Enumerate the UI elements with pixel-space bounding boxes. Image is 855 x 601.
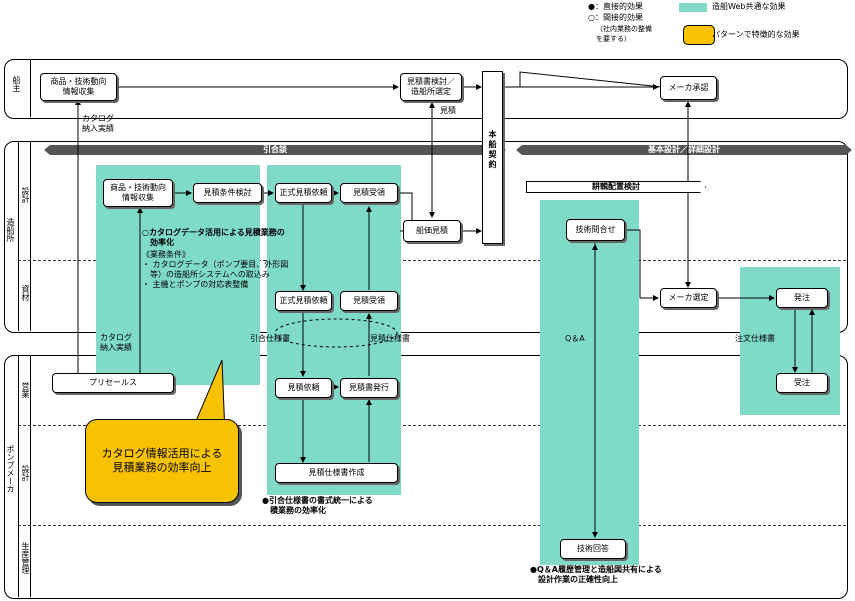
lane-label-design: 設計 — [21, 187, 30, 203]
estimate-issue-box: 見積書発行 — [340, 378, 398, 398]
lane-label-material: 資材 — [21, 285, 30, 301]
ship-contract-box: 本 船 契 約 — [482, 71, 503, 244]
legend-pattern-swatch — [683, 25, 715, 45]
spec-effect-note: ●引合仕様書の書式統一による 積業務の効率化 — [262, 496, 373, 515]
estimate-received-design-box: 見積受領 — [340, 183, 398, 203]
presales-box: プリセールス — [52, 373, 174, 393]
phase-basic-design: 基本設計／詳細設計 — [516, 145, 852, 155]
lane-divider-pump2 — [30, 355, 31, 597]
catalog-callout: カタログ情報活用による 見積業務の効率向上 — [85, 419, 239, 503]
sublane-pump-divider2 — [18, 525, 846, 526]
ship-price-estimate-box: 船価見積 — [403, 220, 461, 242]
catalog-effect-title: ○カタログデータ活用による見積業務の 効率化 — [142, 228, 285, 247]
order-spec-label: 注文仕様書 — [735, 334, 775, 343]
legend-common: 造船Web共通な効果 — [712, 2, 786, 11]
receive-order-box: 受注 — [776, 373, 828, 393]
place-order-box: 発注 — [776, 288, 828, 308]
effect-area-qa — [540, 200, 639, 565]
lane-divider-yard2 — [30, 141, 31, 331]
estimate-request-box: 見積依頼 — [275, 378, 332, 398]
lane-label-shipowner: 船主 — [12, 76, 21, 92]
qa-label: Q＆A — [565, 334, 585, 343]
inquiry-spec-label: 引合仕様書 — [250, 334, 290, 343]
estimate-review-box: 見積書検討／ 造船所選定 — [400, 73, 462, 101]
formal-request-material-box: 正式見積依頼 — [275, 291, 332, 311]
lane-divider-yard — [18, 141, 19, 331]
yard-info-gathering-box: 商品・技術動向 情報収集 — [103, 179, 173, 207]
lane-label-pump: ポンプメーカ — [6, 445, 15, 493]
lane-divider-owner — [30, 59, 31, 117]
sublane-pump-divider1 — [18, 425, 846, 426]
legend-direct: ●：直接的効果 — [588, 2, 643, 11]
effect-area-spec — [267, 165, 401, 495]
legend-common-swatch — [679, 3, 707, 12]
estimate-condition-box: 見積条件検討 — [193, 183, 262, 203]
catalog-label-pump: カタログ 納入実績 — [100, 333, 132, 352]
estimate-label: 見積 — [440, 106, 456, 115]
lane-divider-pump — [18, 355, 19, 597]
legend-indirect: ○：間接的効果 — [588, 13, 643, 22]
sublane-yard-divider — [18, 260, 846, 261]
qa-effect-note: ●Q＆A履歴管理と造船図共有による 設計作業の正確性向上 — [530, 565, 662, 584]
lane-label-sales: 営業 — [21, 382, 30, 398]
owner-info-gathering-box: 商品・技術動向 情報収集 — [40, 73, 117, 101]
lane-label-pdesign: 設計 — [21, 465, 30, 481]
legend-pattern: パターンで特徴的な効果 — [712, 30, 800, 39]
formal-request-design-box: 正式見積依頼 — [275, 183, 332, 203]
catalog-label-owner: カタログ 納入実績 — [82, 114, 114, 133]
lane-label-prod: 生産管理 — [21, 542, 30, 574]
legend-note: （社内業務の整備 を要する） — [596, 25, 652, 43]
estimate-received-material-box: 見積受領 — [340, 291, 398, 311]
phase-inquiry: 引合談 — [44, 145, 506, 155]
maker-selection-box: メーカ選定 — [660, 288, 717, 308]
technical-inquiry-box: 技術問合せ — [566, 219, 625, 241]
technical-answer-box: 技術回答 — [560, 539, 626, 559]
lane-label-shipyard: 造船所 — [6, 218, 15, 242]
estimate-spec-label: 見積仕様書 — [370, 334, 410, 343]
callout-text: カタログ情報活用による 見積業務の効率向上 — [101, 447, 223, 474]
catalog-effect-conditions: 《業務条件》 ・ カタログデータ（ポンプ要目、外形図 等）の造船所システムへの取… — [142, 250, 289, 289]
layout-review-box: 耕輯配置検討 — [526, 181, 706, 193]
maker-approval-box: メーカ承認 — [660, 76, 717, 100]
spec-creation-box: 見積仕様書作成 — [275, 463, 398, 483]
